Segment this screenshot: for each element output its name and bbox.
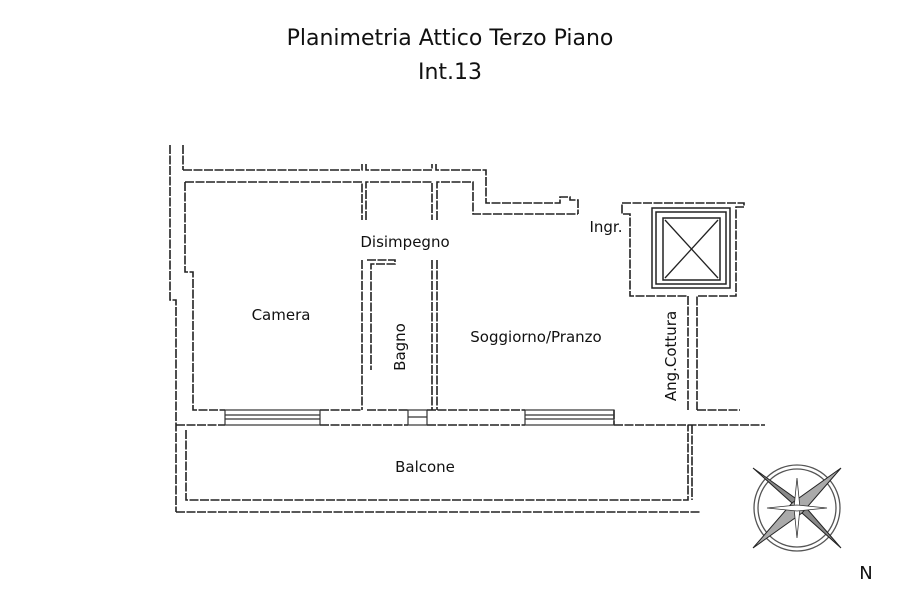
compass-rose-icon bbox=[752, 464, 842, 552]
room-label-angolo-cottura: Ang.Cottura bbox=[662, 311, 680, 401]
room-label-ingresso: Ingr. bbox=[589, 218, 622, 236]
compass-north-label: N bbox=[859, 563, 872, 584]
walls bbox=[169, 145, 765, 513]
room-label-balcone: Balcone bbox=[395, 458, 455, 476]
room-label-disimpegno: Disimpegno bbox=[360, 233, 449, 251]
room-label-camera: Camera bbox=[252, 306, 311, 324]
plan-title: Planimetria Attico Terzo Piano bbox=[286, 26, 614, 51]
room-label-bagno: Bagno bbox=[391, 323, 409, 371]
plan-subtitle: Int.13 bbox=[417, 60, 483, 85]
room-label-soggiorno: Soggiorno/Pranzo bbox=[470, 328, 601, 346]
